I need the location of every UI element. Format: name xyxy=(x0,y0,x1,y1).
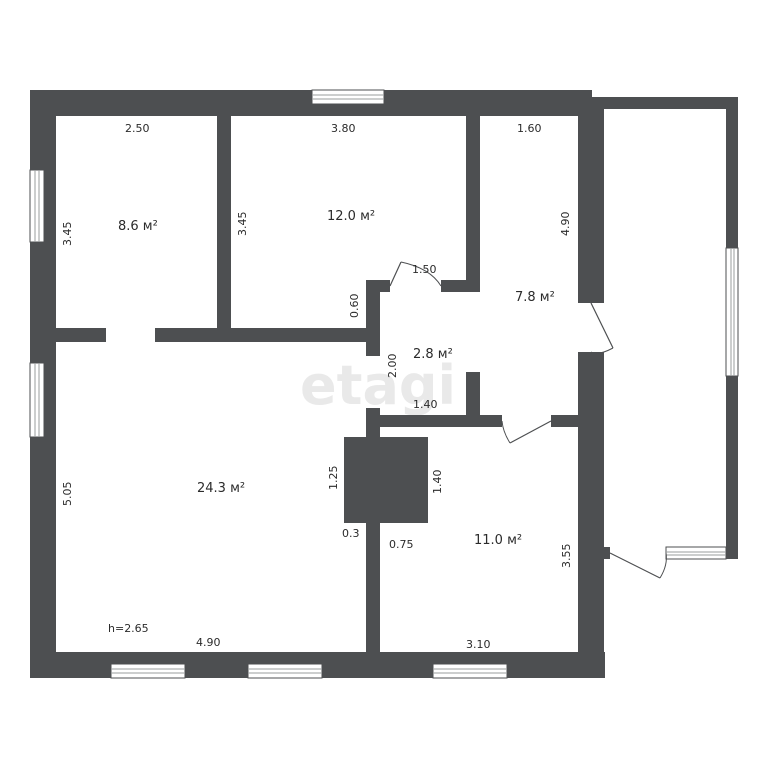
room-area-d: 11.0 м² xyxy=(474,533,522,548)
dim-d-width: 3.10 xyxy=(466,638,491,651)
room-area-b: 12.0 м² xyxy=(327,209,375,224)
dim-living-height: 5.05 xyxy=(61,482,74,507)
wall-b-c xyxy=(466,116,480,292)
wall-a-living-left xyxy=(56,328,106,342)
room-area-living: 24.3 м² xyxy=(197,481,245,496)
window-bottom-3 xyxy=(432,663,508,679)
outer-wall-right-upper xyxy=(578,97,604,303)
dim-b-height: 3.45 xyxy=(236,212,249,237)
watermark-etagi: etagi xyxy=(300,354,456,417)
window-bottom-1 xyxy=(110,663,186,679)
window-left-lower xyxy=(29,362,45,438)
wall-hall-left-upper xyxy=(366,280,380,356)
wall-hall-right-lower xyxy=(466,372,480,427)
dim-a-width: 2.50 xyxy=(125,122,150,135)
dim-stove-offset-left: 0.3 xyxy=(342,527,360,540)
window-bottom-2 xyxy=(247,663,323,679)
outer-wall-top xyxy=(30,90,592,116)
room-area-hall: 2.8 м² xyxy=(413,347,453,362)
dim-living-width: 4.90 xyxy=(196,636,221,649)
veranda-wall-bottom-left xyxy=(590,547,610,559)
dim-hall-left: 2.00 xyxy=(386,354,399,379)
dim-stove-offset-right: 0.75 xyxy=(389,538,414,551)
wall-hall-stub-right xyxy=(441,280,480,292)
dim-d-height: 3.55 xyxy=(560,544,573,569)
walls xyxy=(30,90,738,678)
dim-stove-height: 1.25 xyxy=(327,466,340,491)
wall-a-living-right xyxy=(155,328,380,342)
door-room-c xyxy=(590,302,614,354)
dim-hall-top: 1.50 xyxy=(412,263,437,276)
wall-d-top-right xyxy=(551,415,591,427)
window-top xyxy=(311,89,385,105)
dim-hall-left-upper: 0.60 xyxy=(348,294,361,319)
window-left-upper xyxy=(29,169,45,243)
dim-b-width: 3.80 xyxy=(331,122,356,135)
wall-a-b xyxy=(217,116,231,342)
stove xyxy=(344,437,428,523)
dim-stove-right: 1.40 xyxy=(431,470,444,495)
door-hall-top xyxy=(389,261,442,287)
doors xyxy=(389,261,667,579)
window-veranda-right xyxy=(725,247,739,377)
room-area-a: 8.6 м² xyxy=(118,219,158,234)
door-room-d xyxy=(501,420,552,444)
outer-wall-right-lower xyxy=(578,352,604,678)
windows xyxy=(29,89,739,679)
room-area-c: 7.8 м² xyxy=(515,290,555,305)
dim-hall-bottom: 1.40 xyxy=(413,398,438,411)
veranda-wall-top xyxy=(590,97,738,109)
dimension-labels: 2.50 3.45 3.80 3.45 1.60 4.90 1.50 0.60 … xyxy=(61,122,573,651)
wall-hall-bottom xyxy=(366,415,502,427)
room-areas: 8.6 м² 12.0 м² 7.8 м² 2.8 м² 24.3 м² 11.… xyxy=(118,209,555,548)
ceiling-height: h=2.65 xyxy=(108,622,149,635)
door-veranda xyxy=(609,552,667,579)
wall-hall-stub-left xyxy=(366,280,390,292)
dim-a-height: 3.45 xyxy=(61,222,74,247)
dim-c-width: 1.60 xyxy=(517,122,542,135)
dim-c-height: 4.90 xyxy=(559,212,572,237)
window-veranda-bottom xyxy=(665,546,727,560)
